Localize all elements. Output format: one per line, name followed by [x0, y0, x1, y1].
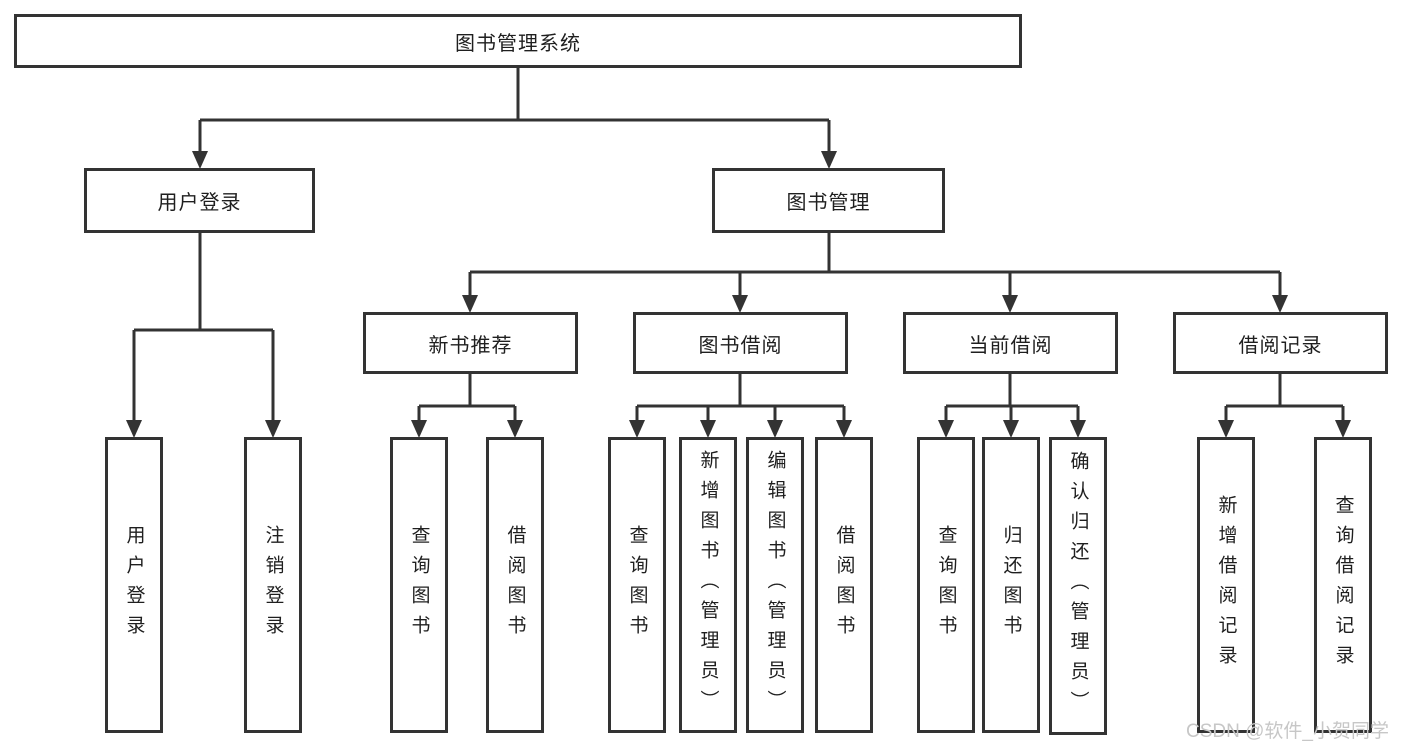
node-label: 图书管理: [786, 192, 871, 214]
node-leaf-confirm-return-admin: 确认归还（管理员）: [1049, 437, 1107, 735]
node-label: 查询图书: [626, 525, 648, 645]
node-label: 图书管理系统: [455, 32, 581, 55]
node-label: 查询借阅记录: [1332, 495, 1354, 675]
node-label: 当前借阅: [968, 334, 1053, 357]
arrowheads: [126, 151, 1351, 438]
node-leaf-borrow-books-2: 借阅图书: [815, 437, 873, 733]
node-new-book-recommend: 新书推荐: [363, 312, 578, 374]
node-label: 编辑图书（管理员）: [764, 450, 786, 720]
node-label: 用户登录: [123, 525, 145, 645]
node-book-management: 图书管理: [712, 168, 945, 233]
node-label: 新增图书（管理员）: [697, 450, 719, 720]
node-user-login: 用户登录: [84, 168, 315, 233]
node-current-borrowing: 当前借阅: [903, 312, 1118, 374]
node-leaf-logout: 注销登录: [244, 437, 302, 733]
node-leaf-query-books-2: 查询图书: [608, 437, 666, 733]
csdn-watermark: CSDN @软件_小贺同学: [1186, 721, 1389, 742]
node-leaf-add-books-admin: 新增图书（管理员）: [679, 437, 737, 733]
node-leaf-query-books-3: 查询图书: [917, 437, 975, 733]
node-label: 新书推荐: [428, 334, 513, 357]
node-leaf-query-borrow-record: 查询借阅记录: [1314, 437, 1372, 733]
node-leaf-edit-books-admin: 编辑图书（管理员）: [746, 437, 804, 733]
node-leaf-add-borrow-record: 新增借阅记录: [1197, 437, 1255, 733]
node-library-management-system: 图书管理系统: [14, 14, 1022, 68]
node-leaf-user-login: 用户登录: [105, 437, 163, 733]
node-label: 图书借阅: [698, 334, 783, 357]
node-leaf-return-books: 归还图书: [982, 437, 1040, 733]
node-label: 借阅图书: [504, 525, 526, 645]
node-book-borrowing: 图书借阅: [633, 312, 848, 374]
node-borrowing-records: 借阅记录: [1173, 312, 1388, 374]
node-label: 用户登录: [157, 192, 242, 214]
node-leaf-query-books-1: 查询图书: [390, 437, 448, 733]
node-label: 借阅图书: [833, 525, 855, 645]
node-label: 查询图书: [935, 525, 957, 645]
node-label: 确认归还（管理员）: [1067, 451, 1089, 721]
node-label: 查询图书: [408, 525, 430, 645]
node-label: 新增借阅记录: [1215, 495, 1237, 675]
node-label: 注销登录: [262, 525, 284, 645]
node-label: 借阅记录: [1238, 334, 1323, 357]
node-label: 归还图书: [1000, 525, 1022, 645]
node-leaf-borrow-books-1: 借阅图书: [486, 437, 544, 733]
